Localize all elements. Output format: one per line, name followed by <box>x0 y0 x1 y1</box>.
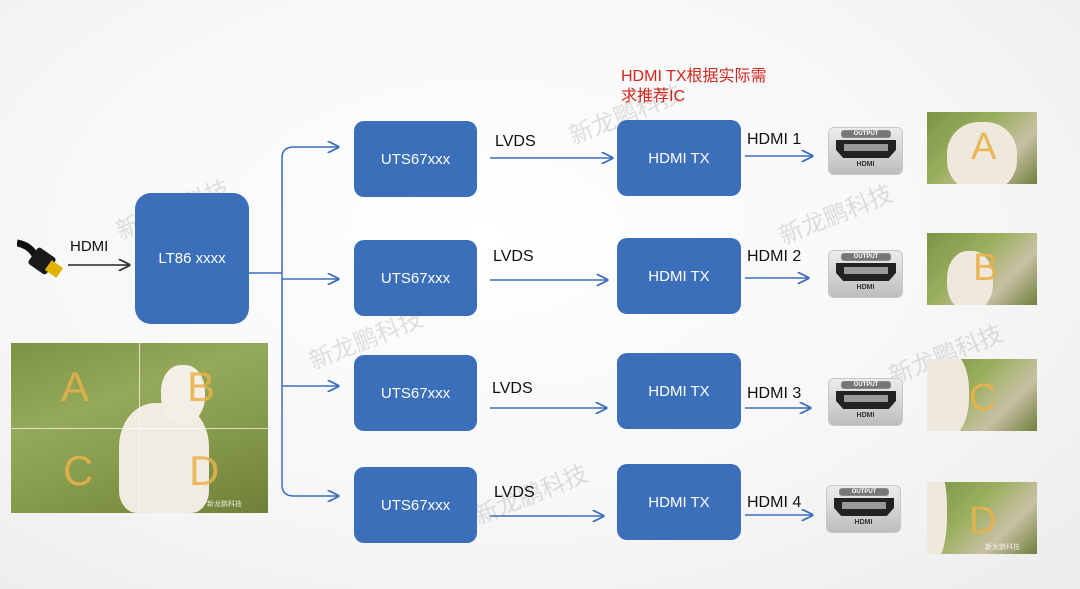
hdmi-tx-label: HDMI TX <box>648 382 710 400</box>
port-hdmi-text: HDMI <box>856 412 875 419</box>
uts-label: UTS67xxx <box>380 269 451 287</box>
lvds-label: LVDS <box>495 133 536 150</box>
port-hdmi-text: HDMI <box>856 284 875 291</box>
hdmi-output-port-icon: OUTPUT HDMI <box>828 378 903 426</box>
hdmi-input-label: HDMI <box>70 238 109 255</box>
hdmi-tx-block-1: HDMI TX <box>617 120 741 196</box>
quadrant-letter: C <box>63 447 94 494</box>
hdmi-tx-label: HDMI TX <box>648 267 710 285</box>
port-output-text: OUTPUT <box>841 253 891 261</box>
hdmi-tx-block-2: HDMI TX <box>617 238 741 314</box>
quadrant-letter: A <box>971 126 997 168</box>
lvds-label: LVDS <box>492 380 533 397</box>
hdmi-output-port-icon: OUTPUT HDMI <box>828 250 903 298</box>
source-image-quadrants: A B C D 新龙鹏科技 <box>11 343 268 513</box>
lt86-chip-block: LT86 xxxx <box>135 193 249 324</box>
hdmi-tx-block-3: HDMI TX <box>617 353 741 429</box>
hdmi-output-port-icon: OUTPUT HDMI <box>826 485 901 533</box>
port-output-text: OUTPUT <box>841 381 891 389</box>
uts-label: UTS67xxx <box>380 150 451 168</box>
hdmi-output-port-icon: OUTPUT HDMI <box>828 127 903 175</box>
quadrant-letter: B <box>187 363 216 410</box>
uts-chip-block-3: UTS67xxx <box>354 355 477 431</box>
hdmi-tx-label: HDMI TX <box>648 149 710 167</box>
output-image-1: A <box>927 112 1037 184</box>
output-image-4: D 新龙鹏科技 <box>927 482 1037 554</box>
hdmi-tx-label: HDMI TX <box>648 493 710 511</box>
hdmi-output-label: HDMI 2 <box>747 248 802 265</box>
hdmi-tx-note: HDMI TX根据实际需求推荐IC <box>621 68 767 105</box>
lvds-label: LVDS <box>494 484 535 501</box>
port-output-text: OUTPUT <box>839 488 889 496</box>
port-hdmi-text: HDMI <box>856 161 875 168</box>
uts-chip-block-2: UTS67xxx <box>354 240 477 316</box>
hdmi-output-label: HDMI 1 <box>747 131 802 148</box>
quadrant-letter: C <box>969 377 997 419</box>
hdmi-cable-icon <box>17 239 64 278</box>
port-output-text: OUTPUT <box>841 130 891 138</box>
quadrant-letter: D <box>189 447 220 494</box>
uts-chip-block-1: UTS67xxx <box>354 121 477 197</box>
port-hdmi-text: HDMI <box>854 519 873 526</box>
uts-label: UTS67xxx <box>380 384 451 402</box>
quadrant-letter: A <box>61 363 90 410</box>
uts-chip-block-4: UTS67xxx <box>354 467 477 543</box>
lvds-label: LVDS <box>493 248 534 265</box>
quadrant-letter: D <box>969 500 997 542</box>
hdmi-output-label: HDMI 3 <box>747 385 802 402</box>
hdmi-tx-block-4: HDMI TX <box>617 464 741 540</box>
output-image-2: B <box>927 233 1037 305</box>
uts-label: UTS67xxx <box>380 496 451 514</box>
image-caption: 新龙鹏科技 <box>207 501 242 508</box>
quadrant-letter: B <box>973 247 999 289</box>
hdmi-output-label: HDMI 4 <box>747 494 802 511</box>
image-caption: 新龙鹏科技 <box>985 544 1020 551</box>
output-image-3: C <box>927 359 1037 431</box>
lt86-chip-label: LT86 xxxx <box>158 250 226 267</box>
